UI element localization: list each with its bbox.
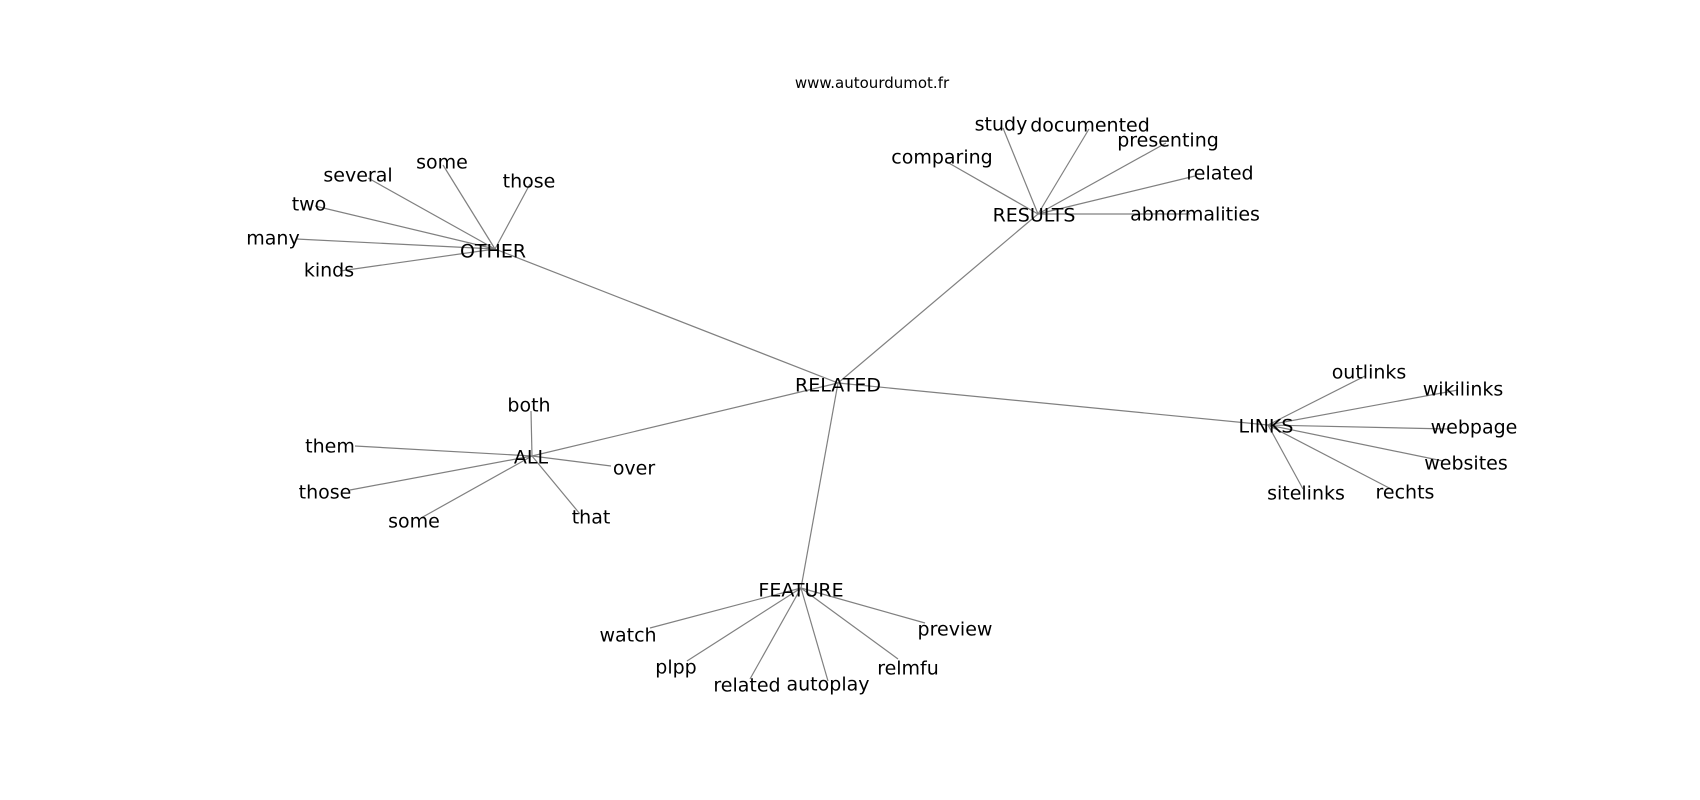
- edge-other-many: [295, 238, 496, 250]
- node-links-wikilinks: wikilinks: [1423, 379, 1504, 401]
- edge-root-feature: [800, 382, 839, 589]
- edge-results-comparing: [946, 161, 1039, 215]
- node-feature-preview: preview: [918, 619, 993, 641]
- edge-all-over: [531, 455, 612, 467]
- node-all-both: both: [507, 395, 550, 417]
- edge-feature-preview: [800, 587, 926, 624]
- edge-links-webpage: [1267, 424, 1450, 430]
- node-all-those: those: [299, 482, 352, 504]
- node-all-them: them: [305, 436, 355, 458]
- edge-all-that: [531, 455, 581, 515]
- node-feature-plpp: plpp: [655, 657, 696, 679]
- node-feature: FEATURE: [758, 580, 843, 602]
- source-label: www.autourdumot.fr: [795, 74, 950, 92]
- edge-links-outlinks: [1267, 375, 1366, 426]
- node-other-kinds: kinds: [304, 260, 354, 282]
- edge-other-some: [442, 164, 496, 250]
- node-links-rechts: rechts: [1376, 482, 1435, 504]
- node-other: OTHER: [460, 241, 526, 263]
- edge-feature-related: [749, 587, 802, 680]
- edge-root-all: [531, 382, 839, 457]
- edge-results-presenting: [1037, 142, 1167, 215]
- node-results: RESULTS: [993, 205, 1076, 227]
- edge-root-links: [837, 382, 1269, 426]
- node-feature-relmfu: relmfu: [877, 658, 939, 680]
- node-all: ALL: [514, 447, 549, 469]
- edge-other-several: [367, 177, 496, 250]
- node-feature-autoplay: autoplay: [787, 674, 870, 696]
- edge-root-results: [837, 213, 1039, 384]
- node-all-some: some: [388, 511, 440, 533]
- node-links-outlinks: outlinks: [1332, 362, 1407, 384]
- node-all-that: that: [572, 507, 611, 529]
- node-results-study: study: [975, 114, 1028, 136]
- node-other-those: those: [503, 171, 556, 193]
- edge-all-those: [349, 455, 533, 491]
- edge-feature-autoplay: [800, 587, 829, 682]
- edge-feature-watch: [649, 587, 802, 629]
- edge-results-documented: [1037, 128, 1090, 215]
- node-results-related: related: [1186, 163, 1253, 185]
- node-results-presenting: presenting: [1117, 130, 1219, 152]
- node-feature-watch: watch: [599, 625, 656, 647]
- node-feature-related: related: [713, 675, 780, 697]
- edge-links-rechts: [1267, 424, 1394, 491]
- node-results-abnormalities: abnormalities: [1130, 204, 1260, 226]
- node-links: LINKS: [1239, 416, 1294, 438]
- node-links-websites: websites: [1424, 453, 1508, 475]
- edge-all-some: [420, 455, 533, 519]
- edge-all-both: [530, 410, 533, 457]
- edge-other-kinds: [339, 248, 496, 272]
- edge-links-sitelinks: [1267, 424, 1304, 490]
- node-other-many: many: [246, 228, 299, 250]
- node-root-related: RELATED: [795, 375, 881, 397]
- node-results-documented: documented: [1030, 115, 1150, 137]
- edge-other-two: [314, 205, 496, 250]
- node-other-two: two: [292, 194, 327, 216]
- edge-links-websites: [1267, 424, 1444, 462]
- node-labels: RELATED OTHER several some those two manykinds…: [246, 114, 1517, 697]
- edge-all-them: [354, 445, 533, 457]
- edges: [295, 127, 1459, 682]
- node-all-over: over: [613, 458, 656, 480]
- node-other-some: some: [416, 152, 468, 174]
- edge-results-study: [1002, 127, 1039, 215]
- node-links-sitelinks: sitelinks: [1267, 483, 1345, 505]
- node-links-webpage: webpage: [1431, 417, 1518, 439]
- edge-feature-plpp: [686, 587, 802, 662]
- node-other-several: several: [323, 165, 392, 187]
- edge-other-those: [494, 183, 531, 250]
- edge-links-wikilinks: [1267, 389, 1459, 426]
- edge-results-related: [1037, 175, 1196, 215]
- edge-root-other: [494, 248, 839, 384]
- node-results-comparing: comparing: [891, 147, 992, 169]
- edge-feature-relmfu: [800, 587, 899, 660]
